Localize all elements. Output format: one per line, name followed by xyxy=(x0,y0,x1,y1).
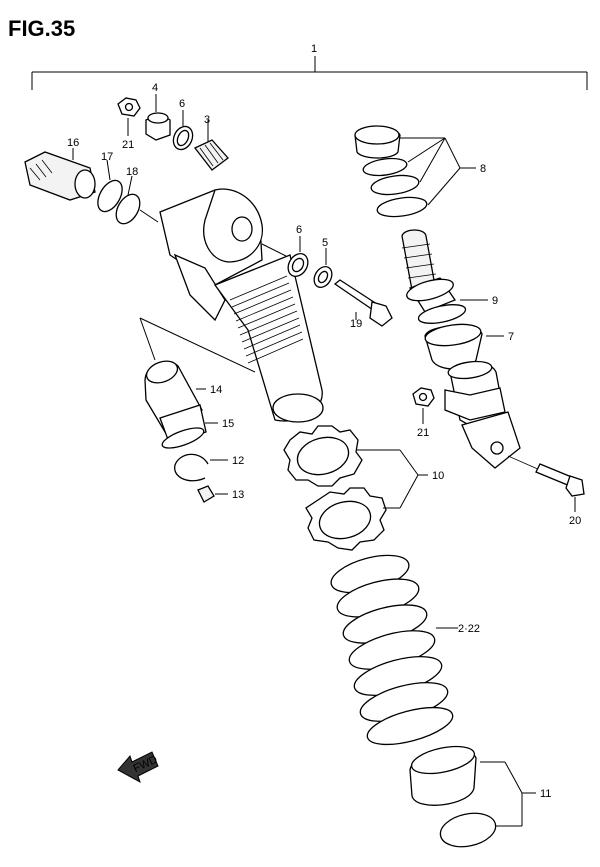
callout-13: 13 xyxy=(232,489,244,501)
figure-title: FIG.35 xyxy=(8,16,76,41)
callout-8: 8 xyxy=(480,163,486,175)
coil-spring: 2·22 xyxy=(330,554,480,746)
callout-20: 20 xyxy=(569,515,581,527)
callout-21-top: 21 xyxy=(122,139,134,151)
callout-10: 10 xyxy=(432,470,444,482)
callout-3: 3 xyxy=(204,114,210,126)
callout-18: 18 xyxy=(126,166,138,178)
callout-12: 12 xyxy=(232,455,244,467)
callout-16: 16 xyxy=(67,137,79,149)
spring-guide: 7 xyxy=(424,323,514,370)
callout-2-22: 2·22 xyxy=(458,623,480,635)
callout-19: 19 xyxy=(350,318,362,330)
nut-lower: 21 xyxy=(412,387,435,439)
lock-nuts: 10 xyxy=(283,425,444,551)
callout-6-top: 6 xyxy=(179,98,185,110)
shock-body xyxy=(159,188,324,423)
callout-11: 11 xyxy=(540,788,551,800)
callout-9: 9 xyxy=(492,295,498,307)
damper-rod: 9 xyxy=(401,229,498,324)
callout-21-lower: 21 xyxy=(417,427,429,439)
assembly-bracket: 1 xyxy=(31,43,588,90)
valve-cap: 13 xyxy=(197,485,244,503)
fwd-arrow-icon: FWD xyxy=(117,751,159,784)
lower-bolt: 20 xyxy=(507,455,585,527)
bladder-cap: 15 xyxy=(159,404,234,449)
snap-ring: 12 xyxy=(174,453,244,482)
nut-top: 21 xyxy=(117,97,141,151)
callout-6-mid: 6 xyxy=(296,224,302,236)
oil-seal-washer: 6 5 xyxy=(261,224,333,288)
callout-17: 17 xyxy=(101,151,113,163)
rings-set: 8 xyxy=(354,125,486,218)
adjuster-part: 16 xyxy=(24,137,96,201)
o-rings: 17 18 xyxy=(97,151,159,225)
callout-4: 4 xyxy=(152,82,158,94)
bearing-part: 3 xyxy=(193,114,229,171)
upper-bolt: 19 xyxy=(333,279,393,330)
callout-15: 15 xyxy=(222,418,234,430)
callout-7: 7 xyxy=(508,331,514,343)
spacer-part: 4 xyxy=(145,82,171,141)
callout-14: 14 xyxy=(210,384,222,396)
callout-1: 1 xyxy=(311,43,317,55)
callout-5: 5 xyxy=(322,237,328,249)
spring-seat: 11 xyxy=(409,745,551,848)
oil-seal-top: 6 xyxy=(172,98,194,151)
lower-clevis xyxy=(444,360,521,469)
body-thread xyxy=(229,275,304,364)
